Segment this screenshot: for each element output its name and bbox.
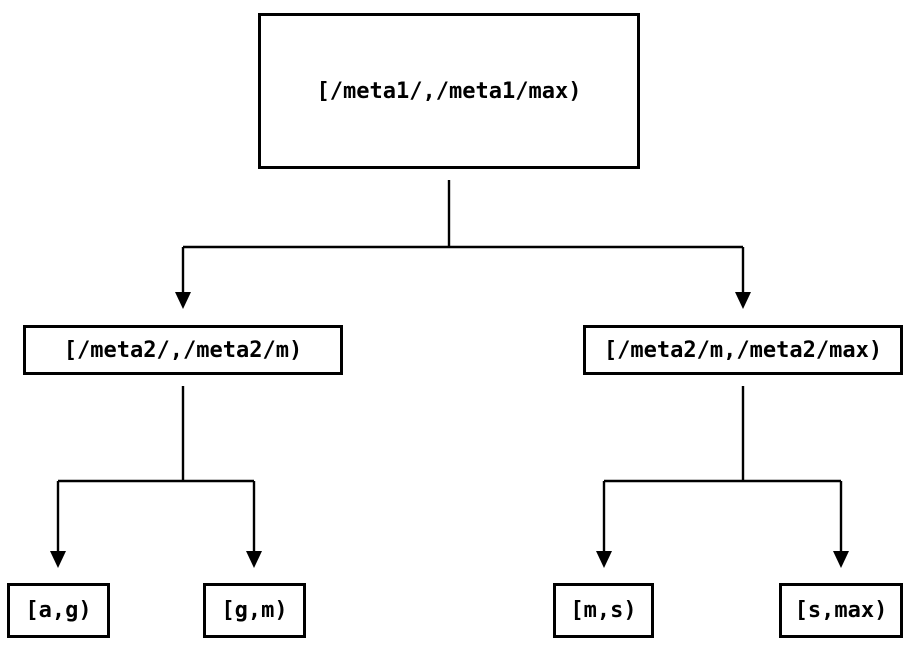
arrowhead-to-leaf-ms (596, 551, 612, 568)
arrowhead-to-leaf-gm (246, 551, 262, 568)
node-leaf-ms: [m,s) (553, 583, 654, 638)
arrowhead-to-left-node (175, 292, 191, 309)
node-leaf-ag-label: [a,g) (25, 598, 92, 623)
connector-lines (56, 180, 843, 551)
node-leaf-gm-label: [g,m) (221, 598, 288, 623)
node-leaf-smax: [s,max) (779, 583, 903, 638)
node-meta2-left: [/meta2/,/meta2/m) (23, 325, 343, 375)
arrowhead-to-leaf-smax (833, 551, 849, 568)
node-meta2-right: [/meta2/m,/meta2/max) (583, 325, 903, 375)
arrowheads (50, 292, 849, 568)
node-leaf-smax-label: [s,max) (794, 598, 888, 623)
arrowhead-to-leaf-ag (50, 551, 66, 568)
node-meta2-right-label: [/meta2/m,/meta2/max) (603, 337, 883, 363)
node-root-label: [/meta1/,/meta1/max) (316, 78, 582, 104)
arrowhead-to-right-node (735, 292, 751, 309)
node-leaf-gm: [g,m) (203, 583, 306, 638)
node-leaf-ms-label: [m,s) (570, 598, 637, 623)
node-meta2-left-label: [/meta2/,/meta2/m) (63, 337, 303, 363)
node-root: [/meta1/,/meta1/max) (258, 13, 640, 169)
node-leaf-ag: [a,g) (7, 583, 110, 638)
